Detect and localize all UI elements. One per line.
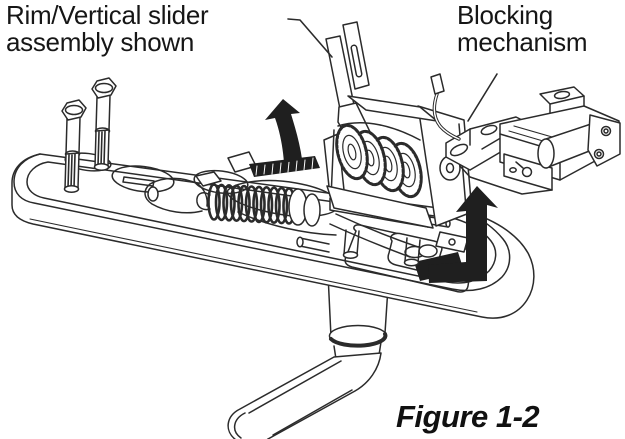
mounting-bolts [61,77,117,193]
bent-up-arrow-icon [428,186,498,283]
figure-caption: Figure 1-2 [396,399,540,434]
sensor-wire [430,73,461,141]
leader-lines [287,18,498,122]
label-rim-line2: assembly shown [6,27,194,57]
bolt-right [91,77,117,171]
bolt-left [61,99,87,193]
curved-up-arrow-icon [265,99,302,163]
label-blocking-line1: Blocking [457,0,553,30]
wheel-pack [296,95,473,267]
label-blocking-line2: mechanism [457,27,588,57]
label-rim-line1: Rim/Vertical slider [6,0,209,30]
dial-wheels [335,123,423,199]
handle-lever [227,270,391,439]
rack-strip [249,156,320,177]
coil-spring [207,183,296,225]
blocking-mechanism [430,73,621,195]
